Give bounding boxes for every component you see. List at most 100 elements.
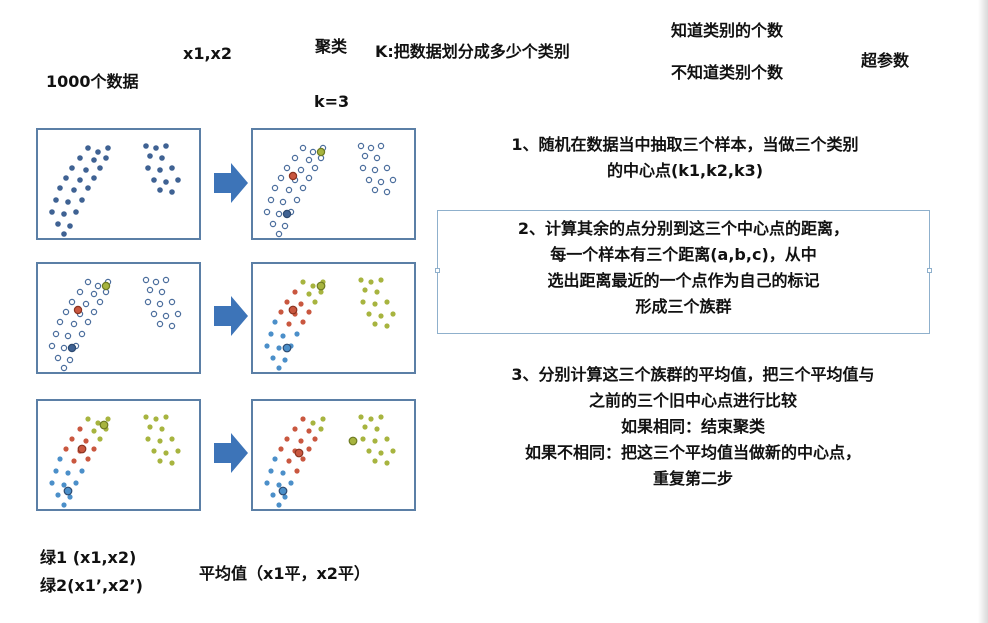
scatter-point xyxy=(169,460,175,466)
arrow-right-icon xyxy=(214,296,248,336)
resize-handle-right[interactable] xyxy=(927,268,932,273)
scatter-point xyxy=(175,448,181,454)
scatter-point xyxy=(362,424,368,430)
scatter-point xyxy=(103,155,109,161)
window-edge xyxy=(978,0,988,623)
scatter-point xyxy=(384,460,390,466)
scatter-point xyxy=(282,343,292,353)
scatter-point xyxy=(368,416,374,422)
scatter-point xyxy=(300,319,306,325)
scatter-point xyxy=(267,196,275,204)
scatter-point xyxy=(306,428,312,434)
data-count-label: 1000个数据 xyxy=(46,72,139,91)
known-count-label: 知道类别的个数 xyxy=(671,21,784,40)
scatter-point xyxy=(53,197,59,203)
scatter-point xyxy=(281,222,289,230)
scatter-point xyxy=(306,309,312,315)
resize-handle-left[interactable] xyxy=(435,268,440,273)
scatter-point xyxy=(305,156,313,164)
arrow-right-icon xyxy=(214,163,248,203)
scatter-point xyxy=(54,354,62,362)
scatter-point xyxy=(311,164,319,172)
scatter-point xyxy=(378,450,384,456)
scatter-point xyxy=(280,333,286,339)
scatter-point xyxy=(318,289,324,295)
panel-initial-centers-plot xyxy=(263,142,397,238)
scatter-point xyxy=(52,330,60,338)
scatter-point xyxy=(383,164,391,172)
scatter-point xyxy=(85,185,91,191)
scatter-point xyxy=(142,276,150,284)
scatter-point xyxy=(288,480,294,486)
scatter-point xyxy=(156,300,164,308)
scatter-point xyxy=(291,154,299,162)
scatter-point xyxy=(163,143,169,149)
scatter-point xyxy=(280,470,286,476)
scatter-point xyxy=(71,187,77,193)
scatter-point xyxy=(168,322,176,330)
scatter-point xyxy=(65,199,71,205)
scatter-point xyxy=(310,283,316,289)
scatter-point xyxy=(61,211,67,217)
scatter-point xyxy=(57,456,63,462)
step2-textbox[interactable] xyxy=(435,210,932,334)
scatter-point xyxy=(56,318,64,326)
panel-centers-repeat xyxy=(36,262,201,374)
panel-raw-data xyxy=(36,128,201,240)
scatter-point xyxy=(90,308,98,316)
scatter-point xyxy=(284,299,290,305)
scatter-point xyxy=(69,165,75,171)
scatter-point xyxy=(312,436,318,442)
scatter-point xyxy=(60,364,68,372)
scatter-point xyxy=(357,142,365,150)
scatter-point xyxy=(49,209,55,215)
scatter-point xyxy=(277,174,285,182)
scatter-point xyxy=(366,448,372,454)
step3-line: 如果不相同：把这三个平均值当做新的中心点， xyxy=(524,443,861,462)
scatter-point xyxy=(300,416,306,422)
panel-raw-data-plot xyxy=(49,143,181,237)
scatter-point xyxy=(358,414,364,420)
scatter-point xyxy=(282,209,292,219)
scatter-point xyxy=(276,482,282,488)
scatter-point xyxy=(163,414,169,420)
scatter-point xyxy=(358,277,364,283)
panel-first-assignment-plot xyxy=(264,277,396,371)
scatter-point xyxy=(67,494,73,500)
panel-first-clusters xyxy=(36,399,201,511)
step1-line: 1、随机在数据当中抽取三个样本，当做三个类别 xyxy=(511,135,859,154)
scatter-point xyxy=(292,426,298,432)
scatter-point xyxy=(298,438,304,444)
scatter-point xyxy=(299,144,307,152)
scatter-point xyxy=(168,298,176,306)
scatter-point xyxy=(143,143,149,149)
scatter-point xyxy=(292,289,298,295)
scatter-point xyxy=(390,448,396,454)
scatter-point xyxy=(169,189,175,195)
scatter-point xyxy=(174,310,182,318)
scatter-point xyxy=(268,331,274,337)
scatter-point xyxy=(316,281,326,291)
scatter-point xyxy=(283,164,291,172)
scatter-point xyxy=(67,223,73,229)
scatter-point xyxy=(77,155,83,161)
scatter-point xyxy=(151,177,157,183)
scatter-point xyxy=(151,448,157,454)
scatter-point xyxy=(60,344,68,352)
scatter-point xyxy=(61,231,67,237)
scatter-point xyxy=(68,298,76,306)
scatter-point xyxy=(77,444,87,454)
scatter-point xyxy=(378,313,384,319)
scatter-point xyxy=(372,301,378,307)
scatter-point xyxy=(299,184,307,192)
scatter-point xyxy=(294,331,300,337)
scatter-point xyxy=(83,167,89,173)
step2-line: 每一个样本有三个距离(a,b,c)，从中 xyxy=(550,245,817,264)
scatter-point xyxy=(288,171,298,181)
scatter-point xyxy=(284,436,290,442)
arrow-right-icon xyxy=(214,433,248,473)
scatter-point xyxy=(55,492,61,498)
scatter-point xyxy=(77,177,83,183)
scatter-point xyxy=(83,438,89,444)
scatter-point xyxy=(378,277,384,283)
